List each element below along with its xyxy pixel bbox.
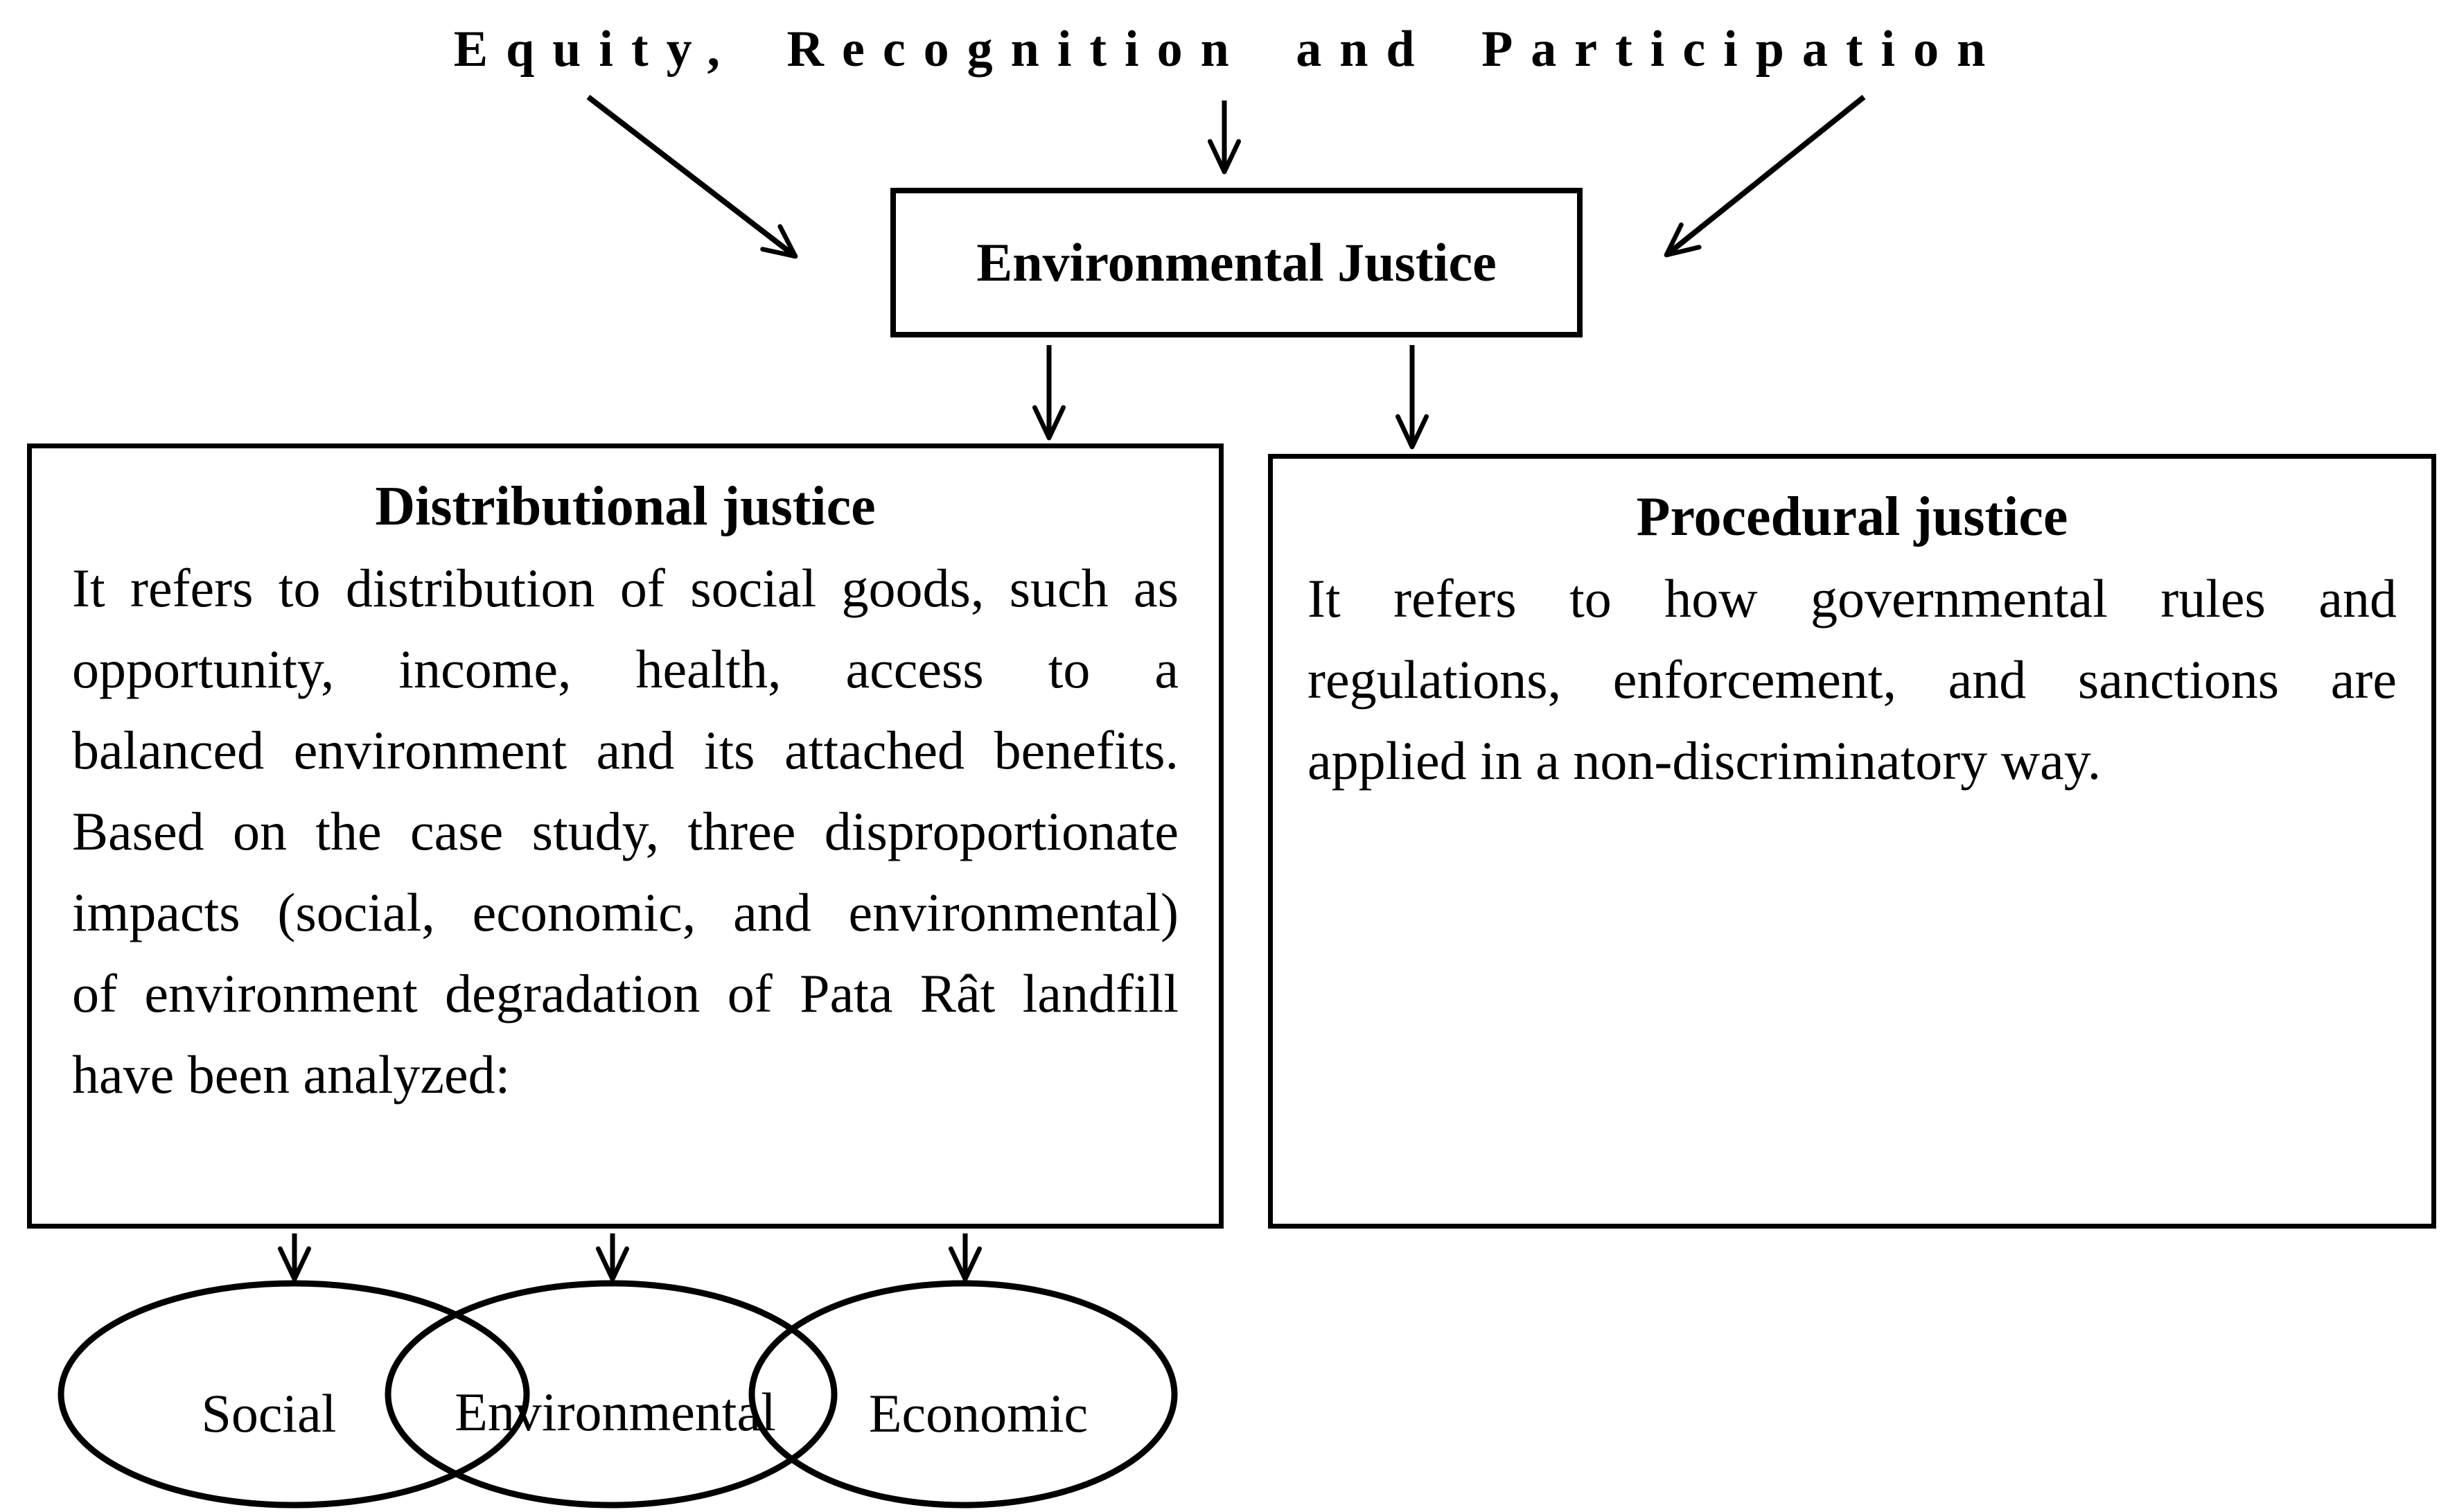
- distributional-text-line-2: opportunity, income, health, access to a: [72, 639, 1179, 699]
- economic-ellipse-label: Economic: [868, 1383, 1089, 1443]
- social-ellipse-label: Social: [201, 1383, 337, 1443]
- arrow-title-right-diagonal: [1664, 94, 1866, 258]
- distributional-text-line-5: impacts (social, economic, and environme…: [72, 882, 1179, 942]
- distributional-text-line-6: of environment degradation of Pata Rât l…: [72, 963, 1179, 1023]
- environmental-justice-label: Environmental Justice: [976, 232, 1497, 292]
- distributional-text-line-4: Based on the case study, three dispropor…: [72, 801, 1179, 861]
- procedural-text-line-1: It refers to how governmental rules and: [1307, 568, 2397, 628]
- social-ellipse: [58, 1280, 530, 1509]
- distributional-text-line-3: balanced environment and its attached be…: [72, 720, 1179, 780]
- economic-ellipse: [748, 1280, 1178, 1509]
- environmental-justice-box: Environmental Justice: [890, 188, 1583, 337]
- page-title: Equity, Recognition and Participation: [453, 21, 2004, 78]
- procedural-text-line-3: applied in a non-discriminatory way.: [1307, 730, 2102, 791]
- distributional-justice-box: Distributional justice It refers to dist…: [27, 443, 1224, 1229]
- environmental-ellipse-label: Environmental: [455, 1382, 776, 1442]
- procedural-justice-title: Procedural justice: [1636, 486, 2068, 547]
- procedural-text-line-2: regulations, enforcement, and sanctions …: [1307, 649, 2397, 710]
- arrow-title-left-diagonal: [586, 94, 798, 259]
- distributional-text-line-1: It refers to distribution of social good…: [72, 558, 1179, 618]
- distributional-text-line-7: have been analyzed:: [72, 1044, 511, 1105]
- distributional-justice-title: Distributional justice: [375, 476, 876, 537]
- environmental-ellipse: [385, 1280, 838, 1509]
- procedural-justice-box: Procedural justice It refers to how gove…: [1268, 454, 2436, 1229]
